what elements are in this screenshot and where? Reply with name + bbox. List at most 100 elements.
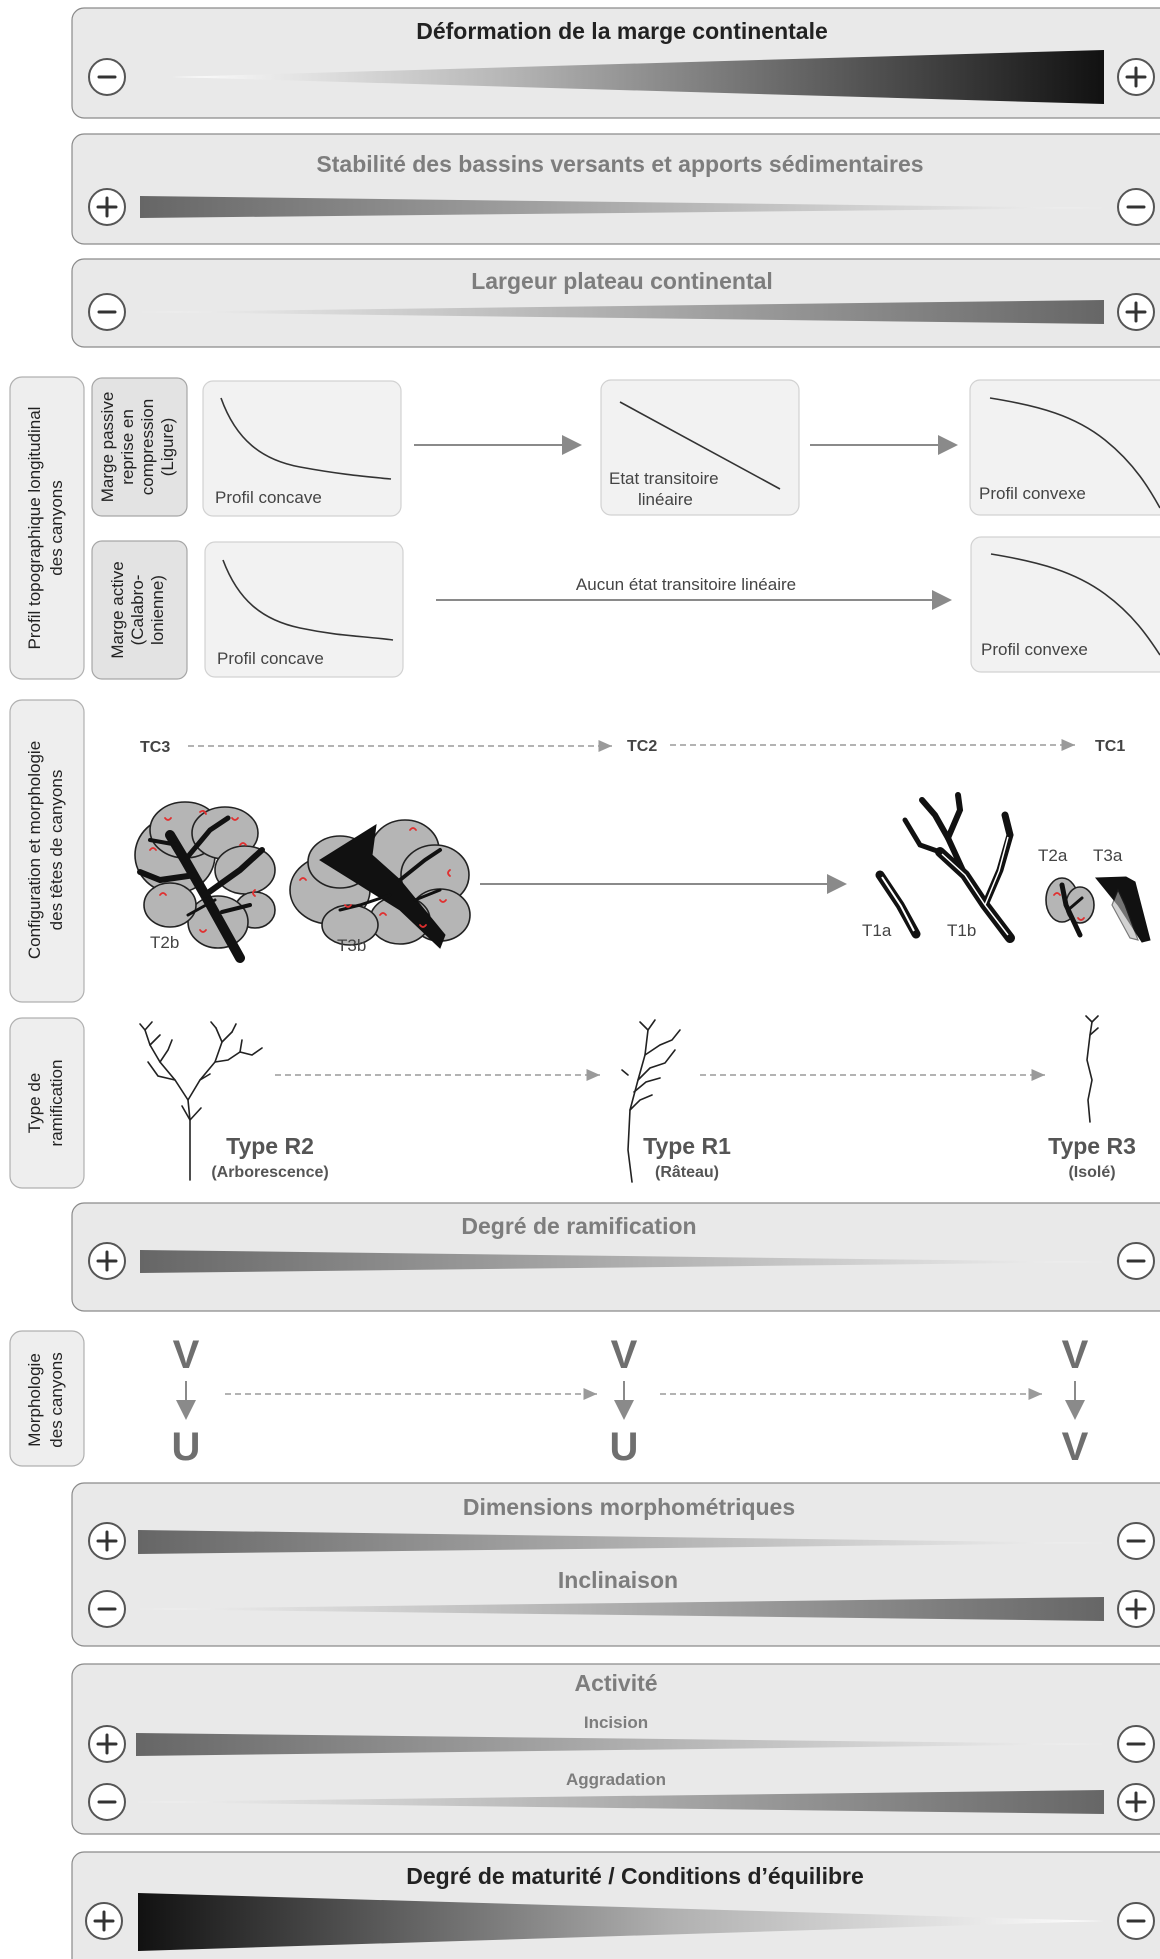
- minus-icon: [1117, 1522, 1155, 1560]
- morpho-side-label-2: des canyons: [47, 1352, 66, 1447]
- canyon-head-t3a: [1094, 876, 1151, 943]
- r3-sub: (Isolé): [1068, 1164, 1115, 1181]
- aggradation-wedge: [136, 1790, 1104, 1814]
- tc1-label: TC1: [1095, 738, 1125, 755]
- tc2-label: TC2: [627, 738, 657, 755]
- section-ramification: Type de ramification Type R2 (Arborescen…: [9, 1015, 1136, 1189]
- r1-title: Type R1: [643, 1133, 731, 1159]
- r2-sub: (Arborescence): [211, 1164, 328, 1181]
- canyon-head-t3b: [289, 819, 471, 949]
- panel-stabilite: Stabilité des bassins versants et apport…: [71, 133, 1160, 245]
- active-convex-label: Profil convexe: [981, 640, 1088, 659]
- aggradation-title: Aggradation: [566, 1770, 666, 1789]
- r3-title: Type R3: [1048, 1133, 1136, 1159]
- activite-title: Activité: [574, 1670, 657, 1696]
- dimensions-wedge: [138, 1530, 1104, 1554]
- r2-title: Type R2: [226, 1133, 314, 1159]
- minus-icon: [1117, 1242, 1155, 1280]
- config-side-label-1: Configuration et morphologie: [25, 741, 44, 959]
- ramification-wedge: [140, 1250, 1104, 1273]
- minus-icon: [88, 293, 126, 331]
- tree-r2-icon: [139, 1021, 263, 1181]
- r1-sub: (Râteau): [655, 1164, 719, 1181]
- active-label-1: Marge active: [108, 561, 127, 658]
- tree-r3-icon: [1085, 1015, 1099, 1123]
- panel-maturite: Degré de maturité / Conditions d’équilib…: [71, 1851, 1160, 1959]
- plus-icon: [88, 1522, 126, 1560]
- ramif-side-label-1: Type de: [25, 1073, 44, 1134]
- active-label-2: (Calabro-: [128, 575, 147, 646]
- profil-side-label-2: des canyons: [47, 480, 66, 575]
- convex-profile-curve: [990, 553, 1160, 656]
- minus-icon: [88, 1590, 126, 1628]
- plus-icon: [85, 1902, 123, 1940]
- minus-icon: [88, 58, 126, 96]
- passive-label-2: reprise en: [118, 409, 137, 485]
- canyon-head-t1a: [875, 870, 921, 939]
- maturite-wedge: [138, 1893, 1104, 1951]
- config-side-label-2: des têtes de canyons: [47, 770, 66, 931]
- t3a-label: T3a: [1093, 846, 1123, 865]
- plus-icon: [1117, 1783, 1155, 1821]
- active-concave-label: Profil concave: [217, 649, 324, 668]
- panel-largeur: Largeur plateau continental: [71, 258, 1160, 348]
- morph-3-bottom: V: [1062, 1425, 1089, 1469]
- minus-icon: [1117, 1725, 1155, 1763]
- passive-label-4: (Ligure): [158, 418, 177, 477]
- minus-icon: [88, 1783, 126, 1821]
- t3b-label: T3b: [337, 936, 366, 955]
- transitional-label-1: Etat transitoire: [609, 469, 719, 488]
- passive-label-1: Marge passive: [98, 392, 117, 503]
- morph-3-top: V: [1062, 1333, 1089, 1377]
- t2b-label: T2b: [150, 933, 179, 952]
- no-transition-label: Aucun état transitoire linéaire: [576, 575, 796, 594]
- passive-concave-label: Profil concave: [215, 488, 322, 507]
- panel-deformation: Déformation de la marge continentale: [71, 7, 1160, 119]
- plus-icon: [88, 1242, 126, 1280]
- ramification-degree-title: Degré de ramification: [461, 1213, 696, 1239]
- plus-icon: [1117, 1590, 1155, 1628]
- stabilite-wedge: [140, 196, 1104, 218]
- stabilite-title: Stabilité des bassins versants et apport…: [316, 151, 923, 177]
- section-configuration: Configuration et morphologie des têtes d…: [9, 699, 1151, 1003]
- inclinaison-wedge: [138, 1597, 1104, 1621]
- plus-icon: [1117, 293, 1155, 331]
- inclinaison-title: Inclinaison: [558, 1567, 678, 1593]
- tc3-label: TC3: [140, 739, 170, 756]
- morpho-side-label-1: Morphologie: [25, 1353, 44, 1447]
- plus-icon: [88, 1725, 126, 1763]
- incision-title: Incision: [584, 1713, 648, 1732]
- transitional-label-2: linéaire: [638, 490, 693, 509]
- passive-convex-label: Profil convexe: [979, 484, 1086, 503]
- convex-profile-curve: [989, 397, 1160, 509]
- deformation-wedge: [172, 50, 1104, 104]
- canyon-head-t1b: [902, 792, 1015, 943]
- t1a-label: T1a: [862, 921, 892, 940]
- panel-dimensions: Dimensions morphométriques Inclinaison: [71, 1482, 1160, 1647]
- active-label-3: lonienne): [148, 575, 167, 645]
- tree-r1-icon: [621, 1019, 681, 1183]
- morph-1-bottom: U: [172, 1425, 201, 1469]
- profil-side-label-1: Profil topographique longitudinal: [25, 407, 44, 650]
- morph-2-top: V: [611, 1333, 638, 1377]
- dimensions-title: Dimensions morphométriques: [463, 1494, 795, 1520]
- t1b-label: T1b: [947, 921, 976, 940]
- panel-activite: Activité Incision Aggradation: [71, 1663, 1160, 1835]
- minus-icon: [1117, 188, 1155, 226]
- t2a-label: T2a: [1038, 846, 1068, 865]
- plus-icon: [88, 188, 126, 226]
- maturite-title: Degré de maturité / Conditions d’équilib…: [406, 1863, 864, 1889]
- largeur-wedge: [140, 300, 1104, 324]
- concave-profile-curve: [222, 559, 394, 641]
- concave-profile-curve: [220, 397, 392, 480]
- canyon-head-t2b: [134, 801, 276, 963]
- plus-icon: [1117, 58, 1155, 96]
- section-morphologie: Morphologie des canyons V U V U V V: [9, 1330, 1089, 1469]
- minus-icon: [1117, 1902, 1155, 1940]
- ramif-side-label-2: ramification: [47, 1060, 66, 1147]
- morph-1-top: V: [173, 1333, 200, 1377]
- passive-label-3: compression: [138, 399, 157, 495]
- section-profil: Profil topographique longitudinal des ca…: [9, 376, 1160, 680]
- panel-ramification-degree: Degré de ramification: [71, 1202, 1160, 1312]
